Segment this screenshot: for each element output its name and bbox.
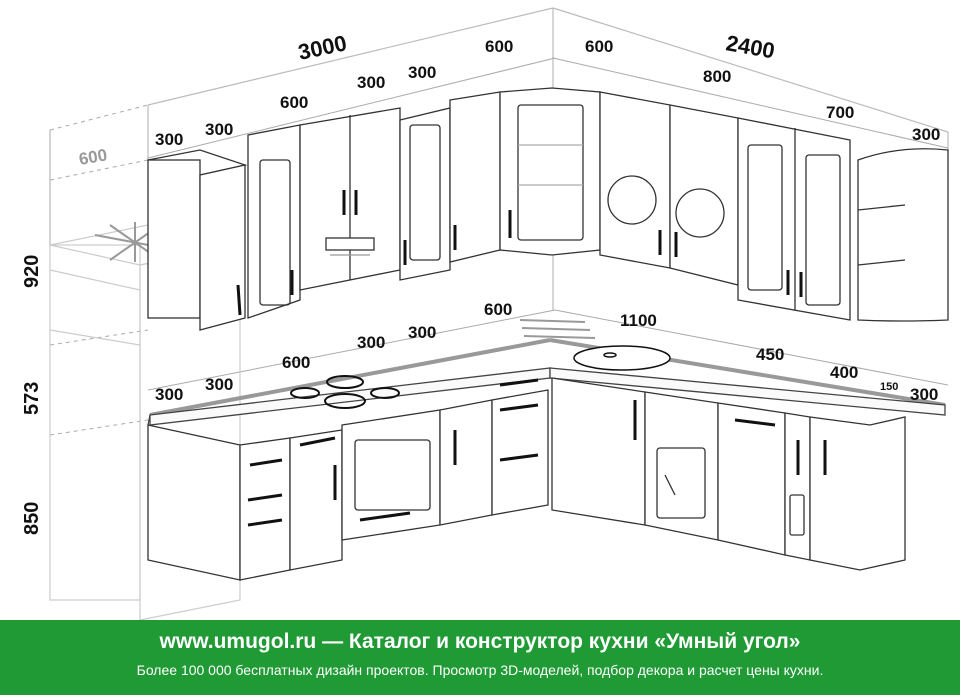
dim-base-left-2: 300	[205, 375, 233, 394]
upper-corner-cabinet	[499, 87, 601, 256]
dim-base-left-1: 300	[155, 385, 183, 404]
dim-upper-left-4: 300	[357, 73, 385, 92]
dim-upper-left-1: 300	[155, 130, 183, 149]
dim-height-mid: 573	[21, 382, 43, 415]
dimension-labels: 3000 2400 920 573 850 600 300 300 600 30…	[21, 30, 940, 535]
dim-upper-right-2: 800	[703, 67, 731, 86]
base-cabinets-left	[147, 378, 549, 581]
footer-subtitle: Более 100 000 бесплатных дизайн проектов…	[136, 662, 824, 678]
dim-height-upper: 920	[21, 255, 43, 288]
dim-base-right-3: 400	[830, 363, 858, 382]
dim-upper-left-2: 300	[205, 120, 233, 139]
hob	[290, 375, 400, 409]
dim-base-right-1: 1100	[620, 311, 657, 330]
dim-height-base: 850	[21, 502, 43, 535]
dim-top-left: 3000	[296, 30, 349, 65]
dim-base-right-5: 300	[910, 385, 938, 404]
dim-upper-right-3: 700	[826, 103, 854, 122]
kitchen-drawing: 3000 2400 920 573 850 600 300 300 600 30…	[21, 7, 949, 621]
dim-upper-right-1: 600	[585, 37, 613, 56]
dim-upper-left-3: 600	[280, 93, 308, 112]
dim-upper-left-6: 600	[485, 37, 513, 56]
footer-banner: www.umugol.ru — Каталог и конструктор ку…	[0, 620, 960, 695]
dim-upper-left-5: 300	[408, 63, 436, 82]
dim-base-right-2: 450	[756, 345, 784, 364]
dim-base-left-5: 300	[408, 323, 436, 342]
upper-cabinets-right	[599, 91, 949, 322]
sink	[519, 319, 671, 371]
upper-cabinets-left	[147, 91, 501, 331]
footer-title[interactable]: www.umugol.ru — Каталог и конструктор ку…	[159, 630, 801, 653]
dim-base-right-4: 150	[880, 381, 898, 393]
base-cabinets-right	[551, 377, 906, 571]
dim-top-right: 2400	[724, 30, 777, 63]
countertop-front	[147, 367, 946, 426]
dim-base-left-4: 300	[357, 333, 385, 352]
dim-base-left-6: 600	[484, 300, 512, 319]
dim-upper-right-4: 300	[912, 125, 940, 144]
dim-base-left-3: 600	[282, 353, 310, 372]
dim-fridge-depth: 600	[77, 145, 108, 169]
